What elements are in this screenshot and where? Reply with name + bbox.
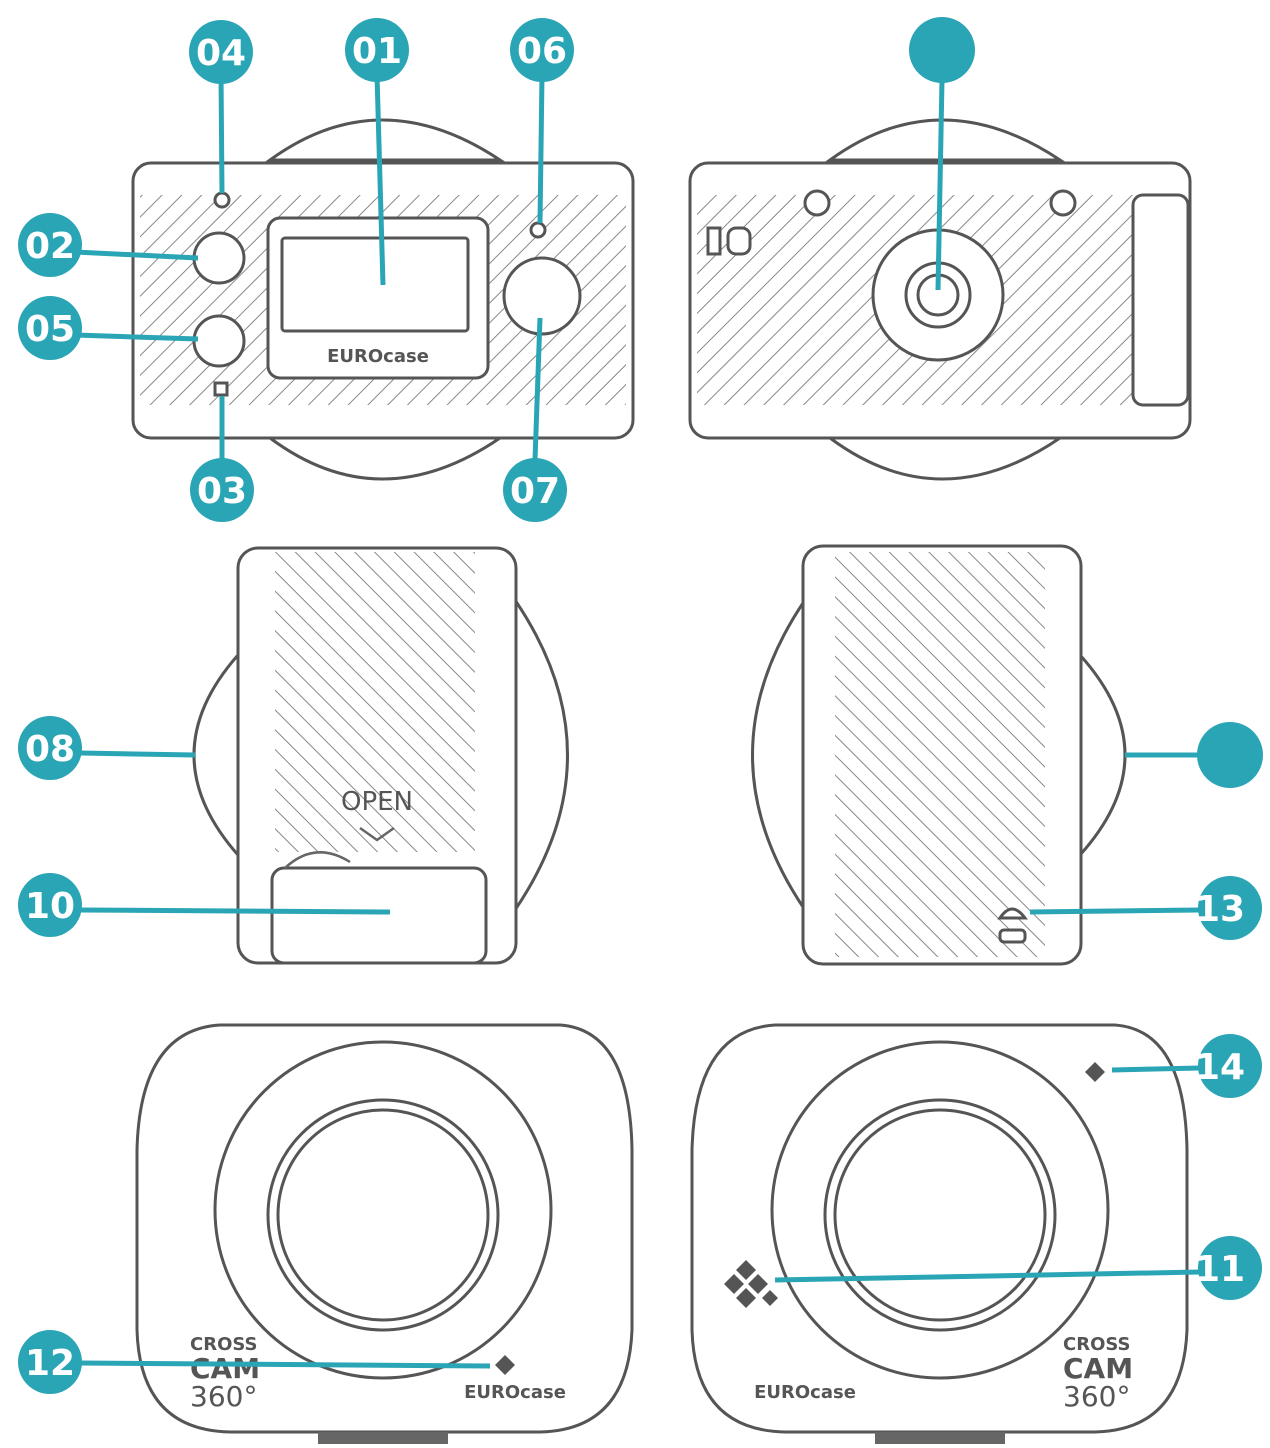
battery-door [270,866,488,965]
callout-03: 03 [190,458,254,522]
logo-cross-2: CROSS [1063,1334,1131,1355]
callout-12: 12 [18,1330,82,1394]
callout-markers: 01 02 03 04 05 06 07 08 [18,17,1263,1394]
leader-09 [935,79,945,291]
screw-left [803,189,831,217]
svg-text:07: 07 [510,471,560,512]
logo-cam-2: CAM [1063,1352,1133,1385]
logo-cross: CROSS [190,1334,258,1355]
left-lens-side [192,651,240,859]
side-texture-2 [835,552,1045,957]
callout-02: 02 [18,213,82,277]
lens-glass [276,1108,490,1322]
svg-text:14: 14 [1195,1047,1245,1088]
indicator-12 [495,1355,515,1375]
leader-05 [74,332,199,342]
top-lens-dome-back [825,118,1065,162]
svg-text:03: 03 [197,471,247,512]
lens-glass-2 [833,1108,1047,1322]
callout-10: 10 [18,873,82,937]
bottom-connector [318,1432,448,1444]
side-door [1131,193,1190,407]
callout-01: 01 [345,18,409,82]
bottom-connector-2 [875,1432,1005,1444]
leader-lines [74,74,1201,1369]
button-02 [192,231,246,285]
port-mark-2 [726,226,752,256]
callout-09 [909,17,975,83]
right-lens-side-2 [1078,651,1127,859]
leader-06 [537,74,545,224]
bottom-lens-dome-back [825,436,1065,481]
svg-text:12: 12 [25,1343,75,1384]
svg-text:05: 05 [25,309,75,350]
indicator-14 [1085,1062,1105,1082]
screw-right [1049,189,1077,217]
door-latch [284,851,351,869]
usb-port-icon [997,907,1028,920]
side-view-left: OPEN [192,546,569,965]
mic-03 [213,381,229,397]
callout-13: 13 [1195,876,1262,940]
shutter-button [502,256,582,336]
svg-text:13: 13 [1195,889,1245,930]
svg-text:01: 01 [352,31,402,72]
top-lens-dome [265,118,505,162]
callout-11: 11 [1195,1236,1262,1300]
back-view [688,118,1192,481]
leader-12 [79,1360,491,1369]
logo-360-2: 360° [1063,1380,1130,1413]
right-lens-side [513,595,569,915]
leader-08 [79,750,196,758]
leader-07 [532,317,543,461]
leader-02 [74,249,199,261]
leader-11 [774,1269,1201,1283]
open-arrow-icon [359,826,395,842]
logo-cam: CAM [190,1352,260,1385]
svg-text:11: 11 [1195,1249,1245,1290]
led-04 [213,191,231,209]
svg-text:02: 02 [25,226,75,267]
speaker-grille-icon [724,1260,778,1308]
leader-04 [218,74,225,194]
screen [280,236,470,333]
svg-text:08: 08 [25,729,75,770]
side-view-right [751,544,1127,966]
callout-07: 07 [503,458,567,522]
brand-logo-lens-right: EUROcase [754,1382,856,1403]
bottom-lens-dome [265,436,505,481]
callout-08: 08 [18,716,82,780]
front-view: EUROcase [131,118,635,481]
leader-10 [79,907,391,915]
usb-port [998,928,1027,944]
callout-15 [1197,722,1263,788]
left-lens-side-2 [751,595,807,915]
logo-360: 360° [190,1380,257,1413]
callout-06: 06 [510,18,574,82]
leader-14 [1111,1065,1201,1073]
callout-05: 05 [18,296,82,360]
svg-text:06: 06 [517,31,567,72]
lens-view-right: CROSS CAM 360° EUROcase [690,1023,1189,1444]
port-mark-1 [706,226,722,256]
open-label: OPEN [341,787,413,817]
svg-text:10: 10 [25,886,75,927]
leader-13 [1029,907,1201,915]
svg-text:04: 04 [196,33,246,74]
lens-view-left: CROSS CAM 360° EUROcase [135,1023,634,1444]
button-05 [192,314,246,368]
callout-14: 14 [1195,1034,1262,1098]
brand-logo-lens-left: EUROcase [464,1382,566,1403]
side-texture [275,552,475,852]
leader-01 [374,74,386,286]
led-06 [529,221,547,239]
brand-logo-front: EUROcase [327,346,429,367]
callout-04: 04 [189,20,253,84]
